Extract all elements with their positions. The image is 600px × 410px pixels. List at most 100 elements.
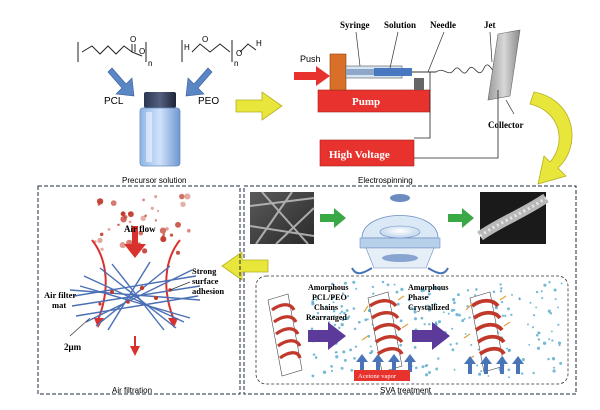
vapor-dot	[557, 323, 560, 326]
vapor-dot	[464, 332, 467, 335]
air-particle	[165, 227, 169, 231]
curved-arrow-left-icon	[351, 267, 373, 275]
vapor-dot	[541, 297, 544, 300]
pcl-o-label-2: O	[139, 47, 145, 56]
curved-arrow-right-icon	[427, 267, 449, 275]
vapor-dot	[340, 310, 344, 314]
vapor-dot	[535, 290, 539, 294]
air-particle	[117, 223, 120, 227]
vapor-dot	[511, 293, 513, 296]
sem-image-before	[249, 191, 315, 245]
vapor-dot	[332, 296, 335, 299]
pcl-arrow-icon	[107, 67, 135, 97]
vapor-dot	[369, 351, 372, 355]
vapor-dot	[340, 322, 344, 327]
vapor-dot	[520, 372, 524, 375]
vapor-dot	[414, 366, 418, 370]
vapor-dot	[557, 341, 562, 345]
acetone-vapor-label: Acetone vapor	[358, 373, 397, 380]
vapor-dot	[335, 351, 338, 354]
vapor-dot	[548, 338, 551, 341]
vapor-dot	[413, 310, 417, 314]
air-particle	[140, 215, 146, 221]
vapor-dot	[433, 302, 437, 306]
air-particle	[107, 227, 111, 231]
vapor-dot	[423, 323, 426, 326]
vapor-dot	[410, 306, 413, 310]
air-particle	[128, 211, 132, 215]
vapor-dot	[352, 280, 356, 284]
adhesion-line-1: Strong	[192, 266, 217, 276]
vapor-dot	[535, 333, 539, 337]
air-particle	[156, 209, 160, 213]
vapor-dot	[447, 312, 450, 315]
solution-label: Solution	[384, 20, 416, 30]
push-arrow-icon	[294, 66, 330, 86]
collector-label: Collector	[488, 120, 523, 130]
sva-caption: SVA treatment	[380, 386, 432, 395]
air-particle	[96, 198, 104, 205]
purple-arrow-icon-2	[412, 322, 450, 350]
air-particle	[186, 228, 191, 233]
vapor-dot	[399, 319, 403, 323]
vapor-dot	[452, 298, 456, 302]
vapor-dot	[343, 311, 346, 315]
vapor-dot	[437, 357, 440, 360]
vial-icon	[139, 92, 181, 167]
vapor-dot	[537, 338, 541, 341]
phase-line-3: Crystallized	[408, 303, 450, 312]
vapor-dot	[474, 294, 477, 297]
vapor-dot	[335, 355, 339, 359]
vapor-dot	[547, 309, 551, 313]
adhesion-pointer	[169, 281, 191, 291]
plunger	[346, 69, 374, 75]
chains-line-3: Chains	[314, 303, 338, 312]
vapor-dot	[518, 297, 521, 301]
precursor-caption: Precursor solution	[122, 176, 186, 185]
peo-arrow-icon	[185, 67, 213, 97]
vapor-dot	[453, 308, 456, 312]
air-particle	[180, 201, 186, 208]
air-particle	[123, 215, 128, 219]
vapor-dot	[531, 326, 535, 329]
vapor-dot	[466, 289, 470, 292]
vapor-dot	[343, 358, 347, 362]
vapor-dot	[330, 365, 333, 368]
green-arrow-icon-2	[448, 208, 474, 228]
vapor-dot	[499, 283, 502, 286]
vapor-arrows	[356, 354, 524, 374]
scale-pointer	[69, 317, 91, 337]
vapor-dot	[451, 348, 455, 352]
vapor-dot	[413, 317, 418, 321]
vapor-dot	[450, 308, 454, 312]
vapor-dot	[556, 306, 559, 309]
high-voltage-label: High Voltage	[329, 149, 390, 161]
vapor-dot	[399, 343, 403, 347]
vapor-dot	[348, 315, 351, 318]
vapor-dot	[554, 298, 557, 301]
chains-line-1: Amorphous	[308, 283, 348, 292]
vapor-dot	[551, 357, 556, 361]
mat-line-2: mat	[52, 300, 66, 310]
air-particle	[160, 236, 167, 243]
vapor-dot	[507, 368, 511, 372]
voltage-wires	[414, 72, 499, 159]
vapor-dot	[499, 290, 503, 293]
sva-panel	[243, 185, 577, 395]
vapor-dot	[370, 349, 374, 353]
electrospinning-caption: Electrospinning	[358, 176, 413, 185]
vapor-dot	[435, 321, 438, 324]
air-particle	[169, 233, 174, 237]
sem-image-after	[477, 192, 549, 244]
vapor-dot	[550, 330, 553, 333]
fiber-mesh-icon	[69, 261, 201, 331]
vapor-dot	[559, 361, 563, 365]
fiber-segment-3	[463, 291, 511, 373]
vapor-dot	[407, 298, 411, 302]
vapor-dot	[521, 358, 525, 362]
vapor-dot	[538, 331, 541, 335]
peo-label: PEO	[198, 96, 219, 107]
air-particles	[93, 193, 191, 255]
vapor-dot	[349, 348, 353, 352]
vapor-dot	[427, 308, 432, 312]
